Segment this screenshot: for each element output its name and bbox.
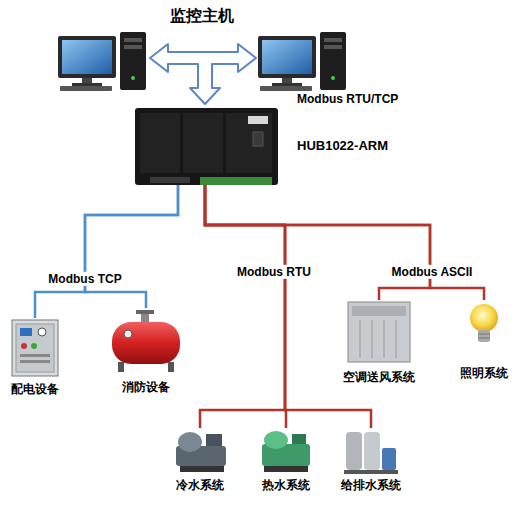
device-node: 给排水系统 xyxy=(338,428,404,492)
device-label: 给排水系统 xyxy=(338,478,404,492)
device-label: 热水系统 xyxy=(259,478,313,492)
protocol-label: Modbus TCP xyxy=(46,272,123,286)
device-label: HUB1022-ARM xyxy=(297,138,388,154)
device-label: 空调送风系统 xyxy=(340,370,418,384)
device-node: 空调送风系统 xyxy=(340,300,418,384)
protocol-label: Modbus ASCII xyxy=(390,265,475,279)
bus-line xyxy=(205,185,371,428)
computer-icon xyxy=(258,32,346,91)
diagram-title: 监控主机 xyxy=(170,6,234,25)
bus-line xyxy=(205,185,286,428)
heater-icon xyxy=(262,431,310,472)
device-label: 消防设备 xyxy=(110,380,182,394)
device-label: 照明系统 xyxy=(457,366,511,380)
protocol-label: Modbus RTU xyxy=(235,265,313,279)
device-node: 配电设备 xyxy=(8,318,62,396)
device-node: 照明系统 xyxy=(457,300,511,380)
bus-line xyxy=(205,185,484,300)
hub-node: HUB1022-ARM xyxy=(135,108,278,185)
bus-line xyxy=(200,185,285,428)
hollow-arrow xyxy=(150,44,256,104)
bus-line xyxy=(205,185,430,300)
chiller-icon xyxy=(176,432,226,472)
cabinet-icon xyxy=(12,320,58,376)
device-label: 配电设备 xyxy=(8,382,62,396)
air-handler-icon xyxy=(348,302,410,362)
device-label: 冷水系统 xyxy=(173,478,227,492)
device-node: 冷水系统 xyxy=(173,428,227,492)
computer-icon xyxy=(58,32,146,91)
device-node: 热水系统 xyxy=(259,428,313,492)
pump-icon xyxy=(344,432,398,474)
device-node: 消防设备 xyxy=(110,308,182,394)
bus-line xyxy=(85,185,178,308)
fire-tank-icon xyxy=(112,310,180,372)
hub-device xyxy=(135,108,278,185)
bulb-icon xyxy=(470,304,498,342)
bus-line xyxy=(35,185,178,318)
protocol-label: Modbus RTU/TCP xyxy=(297,92,398,106)
